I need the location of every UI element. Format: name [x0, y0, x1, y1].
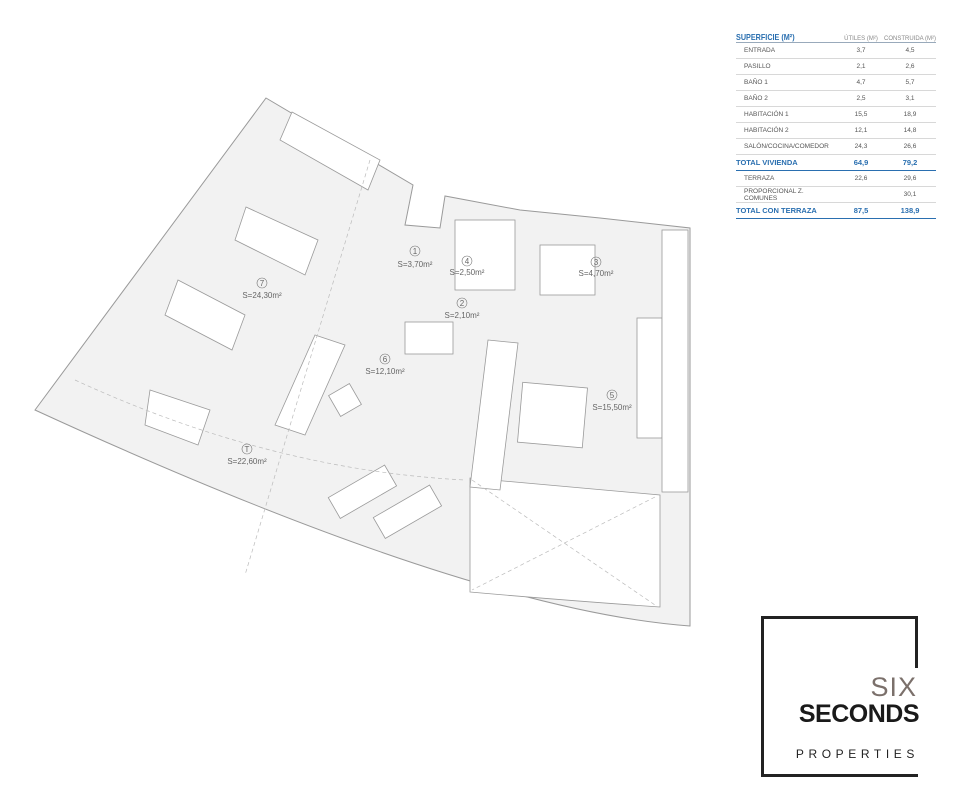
kitchen-counter: [279, 111, 381, 191]
room-label-6: 6S=12,10m²: [365, 353, 405, 376]
svg-text:S=2,10m²: S=2,10m²: [445, 311, 480, 320]
column-right: [661, 229, 689, 493]
cell-label: BAÑO 2: [744, 95, 768, 102]
logo-frame: [761, 616, 918, 777]
room-label-5: 5S=15,50m²: [592, 389, 632, 412]
svg-text:7: 7: [260, 279, 265, 288]
cell-utiles: 15,5: [854, 111, 868, 118]
svg-text:4: 4: [465, 257, 470, 266]
cell-utiles: 3,7: [856, 47, 866, 54]
column-wall-2: [274, 334, 346, 436]
room-label-4: 4S=2,50m²: [450, 255, 485, 277]
cell-label: HABITACIÓN 1: [744, 111, 789, 118]
room-label-2: 2S=2,10m²: [445, 297, 480, 320]
cell-construida: 5,7: [905, 79, 915, 86]
cell-construida: 29,6: [903, 175, 917, 182]
six-seconds-logo: SIX SECONDS PROPERTIES: [761, 616, 920, 777]
cell-utiles: 22,6: [854, 175, 868, 182]
logo-six: SIX: [870, 672, 917, 702]
cell-construida: 18,9: [903, 111, 917, 118]
svg-text:S=2,50m²: S=2,50m²: [450, 268, 485, 277]
room-labels: 1S=3,70m² 2S=2,10m² 3S=4,70m² 4S=2,50m² …: [227, 245, 632, 466]
col-construida: CONSTRUIDA (M²): [884, 36, 936, 42]
svg-text:S=3,70m²: S=3,70m²: [398, 260, 433, 269]
bathroom-2: [539, 244, 596, 296]
cell-label: ENTRADA: [744, 47, 776, 54]
cell-construida: 2,6: [905, 63, 915, 70]
svg-text:S=4,70m²: S=4,70m²: [579, 269, 614, 278]
table-row: TERRAZA 22,6 29,6: [736, 171, 936, 187]
cell-utiles: 24,3: [854, 143, 868, 150]
cell-construida: 4,5: [905, 47, 915, 54]
terrace-cross-1: [471, 479, 656, 606]
col-utiles: ÚTILES (M²): [844, 36, 878, 42]
cell-utiles: 4,7: [856, 79, 866, 86]
cell-label: TERRAZA: [744, 175, 775, 182]
column-wall: [469, 339, 519, 491]
cell-label: BAÑO 1: [744, 79, 768, 86]
table-title: SUPERFICIE (M²): [736, 32, 795, 42]
terrace-dining-table: [144, 389, 211, 446]
svg-text:2: 2: [460, 299, 465, 308]
sunbed-2: [372, 484, 443, 539]
wardrobe: [636, 317, 663, 439]
cell-utiles: 2,1: [856, 63, 866, 70]
cell-construida: 26,6: [903, 143, 917, 150]
floor-plan: 1S=3,70m² 2S=2,10m² 3S=4,70m² 4S=2,50m² …: [34, 97, 691, 627]
cell-construida: 14,8: [903, 127, 917, 134]
table-row: PROPORCIONAL Z. COMUNES 30,1: [736, 187, 936, 203]
cell-label: PROPORCIONAL Z. COMUNES: [744, 187, 804, 202]
dining-table-inside: [164, 279, 246, 351]
armchair: [328, 383, 362, 417]
cell-label: PASILLO: [744, 63, 771, 70]
cell-construida: 3,1: [905, 95, 915, 102]
table-row: BAÑO 1 4,7 5,7: [736, 75, 936, 91]
total-vivienda-row: TOTAL VIVIENDA 64,9 79,2: [736, 155, 936, 171]
divider-dashed: [244, 159, 371, 576]
svg-text:1: 1: [413, 247, 418, 256]
sunbed-1: [327, 464, 398, 519]
logo-properties: PROPERTIES: [795, 747, 919, 761]
table-row: PASILLO 2,1 2,6: [736, 59, 936, 75]
bed: [517, 381, 588, 449]
sofa: [404, 321, 454, 355]
table-row: SALÓN/COCINA/COMEDOR 24,3 26,6: [736, 139, 936, 155]
cell-utiles: 12,1: [854, 127, 868, 134]
table-row: BAÑO 2 2,5 3,1: [736, 91, 936, 107]
cell-construida: 30,1: [903, 191, 917, 198]
terrace-limit: [74, 379, 466, 481]
total-terraza-row: TOTAL CON TERRAZA 87,5 138,9: [736, 203, 936, 219]
room-label-7: 7S=24,30m²: [242, 277, 282, 300]
svg-text:T: T: [245, 445, 250, 454]
bathroom-1: [454, 219, 516, 291]
svg-text:S=24,30m²: S=24,30m²: [242, 291, 282, 300]
svg-text:3: 3: [594, 258, 599, 267]
table-row: HABITACIÓN 1 15,5 18,9: [736, 107, 936, 123]
room-label-1: 1S=3,70m²: [398, 245, 433, 269]
logo-seconds: SECONDS: [798, 700, 920, 728]
svg-text:S=12,10m²: S=12,10m²: [365, 367, 405, 376]
cell-label: SALÓN/COCINA/COMEDOR: [744, 143, 829, 150]
svg-text:6: 6: [383, 355, 388, 364]
room-label-3: 3S=4,70m²: [579, 256, 614, 278]
cell-label: HABITACIÓN 2: [744, 127, 789, 134]
svg-text:S=22,60m²: S=22,60m²: [227, 457, 267, 466]
terrace-cross-2: [471, 496, 656, 591]
svg-text:S=15,50m²: S=15,50m²: [592, 403, 632, 412]
svg-text:5: 5: [610, 391, 615, 400]
room-label-terrace: T S=22,60m²: [227, 443, 267, 466]
surface-table: SUPERFICIE (M²) ÚTILES (M²) CONSTRUIDA (…: [736, 28, 936, 219]
cell-utiles: 2,5: [856, 95, 866, 102]
table-row: ENTRADA 3,7 4,5: [736, 43, 936, 59]
table-row: HABITACIÓN 2 12,1 14,8: [736, 123, 936, 139]
kitchen-island: [234, 206, 319, 276]
logo-frame-right: [915, 616, 918, 668]
table-header: SUPERFICIE (M²) ÚTILES (M²) CONSTRUIDA (…: [736, 28, 936, 43]
